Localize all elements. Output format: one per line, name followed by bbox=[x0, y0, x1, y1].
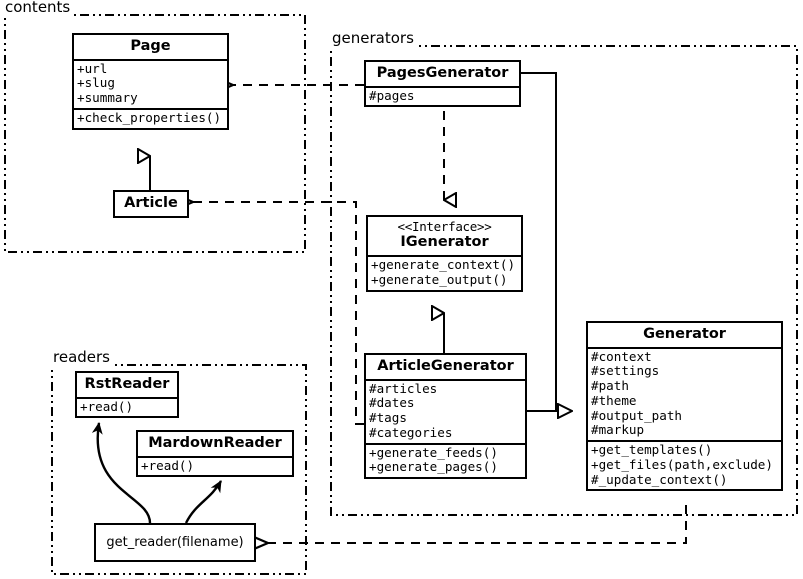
class-box-page[interactable]: Page +url +slug +summary +check_properti… bbox=[72, 33, 229, 130]
function-label: get_reader(filename) bbox=[106, 535, 244, 550]
class-methods-markdown-reader: +read() bbox=[138, 455, 292, 476]
class-box-igenerator[interactable]: <<Interface>>IGenerator +generate_contex… bbox=[366, 215, 523, 292]
attribute: +slug bbox=[77, 75, 115, 91]
method: +read() bbox=[80, 398, 134, 414]
package-label-readers: readers bbox=[51, 348, 112, 366]
class-name-pages-generator: PagesGenerator bbox=[376, 65, 509, 81]
class-attributes-page: +url +slug +summary bbox=[74, 58, 227, 108]
rel-pagesgenerator-generator bbox=[520, 72, 572, 411]
method: +generate_feeds() bbox=[369, 444, 498, 460]
class-box-article[interactable]: Article bbox=[113, 190, 189, 218]
method: +get_templates() bbox=[591, 442, 713, 458]
method: +check_properties() bbox=[77, 109, 222, 125]
rel-articlegenerator-article bbox=[193, 202, 364, 425]
method: #_update_context() bbox=[591, 471, 728, 487]
class-methods-generator: +get_templates() +get_files(path,exclude… bbox=[588, 440, 781, 489]
class-methods-igenerator: +generate_context() +generate_output() bbox=[368, 255, 521, 289]
attribute: #theme bbox=[591, 392, 637, 408]
class-name-generator: Generator bbox=[643, 326, 726, 342]
attribute: #settings bbox=[591, 363, 660, 379]
attribute: +url bbox=[77, 60, 108, 76]
method: +generate_pages() bbox=[369, 459, 498, 475]
class-methods-page: +check_properties() bbox=[74, 107, 227, 128]
attribute: #pages bbox=[369, 87, 415, 103]
class-box-rst-reader[interactable]: RstReader +read() bbox=[75, 371, 179, 419]
class-stereotype-igenerator: <<Interface>> bbox=[397, 219, 492, 234]
method: +read() bbox=[141, 457, 195, 473]
class-box-article-generator[interactable]: ArticleGenerator #articles #dates #tags … bbox=[364, 353, 527, 480]
class-attributes-generator: #context #settings #path #theme #output_… bbox=[588, 346, 781, 440]
function-box-get-reader[interactable]: get_reader(filename) bbox=[94, 523, 256, 562]
attribute: #articles bbox=[369, 380, 438, 396]
class-methods-rst-reader: +read() bbox=[77, 396, 177, 417]
class-methods-article-generator: +generate_feeds() +generate_pages() bbox=[366, 442, 525, 477]
class-box-generator[interactable]: Generator #context #settings #path #them… bbox=[586, 321, 783, 492]
class-box-pages-generator[interactable]: PagesGenerator #pages bbox=[364, 60, 521, 108]
class-box-markdown-reader[interactable]: MardownReader +read() bbox=[136, 430, 294, 478]
package-label-generators: generators bbox=[330, 29, 416, 47]
class-name-rst-reader: RstReader bbox=[84, 376, 170, 392]
attribute: #tags bbox=[369, 410, 407, 426]
attribute: +summary bbox=[77, 90, 138, 106]
class-name-page: Page bbox=[130, 38, 171, 54]
class-attributes-article-generator: #articles #dates #tags #categories bbox=[366, 378, 525, 443]
attribute: #context bbox=[591, 348, 652, 364]
class-attributes-pages-generator: #pages bbox=[366, 85, 519, 106]
method: +get_files(path,exclude) bbox=[591, 456, 773, 472]
class-name-label: IGenerator bbox=[400, 234, 489, 251]
attribute: #markup bbox=[591, 422, 645, 438]
class-name-article: Article bbox=[124, 195, 178, 211]
method: +generate_output() bbox=[371, 271, 508, 287]
attribute: #dates bbox=[369, 395, 415, 411]
rel-getreader-markdownreader bbox=[184, 480, 223, 524]
attribute: #categories bbox=[369, 424, 453, 440]
attribute: #output_path bbox=[591, 407, 682, 423]
method: +generate_context() bbox=[371, 257, 516, 273]
class-name-igenerator: <<Interface>>IGenerator bbox=[368, 217, 521, 255]
attribute: #path bbox=[591, 378, 629, 394]
rel-generator-getreader bbox=[268, 505, 687, 543]
package-label-contents: contents bbox=[3, 0, 73, 16]
class-name-markdown-reader: MardownReader bbox=[148, 435, 282, 451]
class-name-article-generator: ArticleGenerator bbox=[377, 358, 514, 374]
